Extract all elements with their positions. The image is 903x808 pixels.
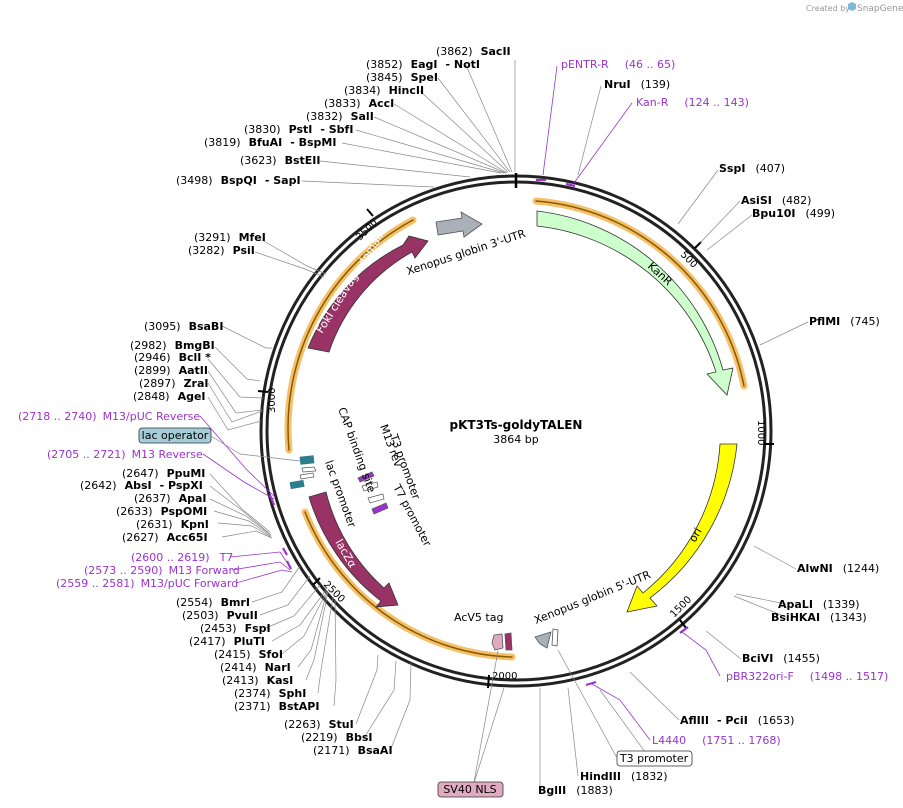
svg-text:(2573 .. 2590)M13 Forward: (2573 .. 2590)M13 Forward — [84, 564, 240, 577]
svg-text:PflMI(745): PflMI(745) — [809, 315, 880, 328]
plasmid-size: 3864 bp — [493, 433, 538, 446]
svg-text:(2647)PpuMI: (2647)PpuMI — [122, 467, 205, 480]
svg-text:(2946)BclI *: (2946)BclI * — [134, 351, 211, 364]
svg-text:pBR322ori-F(1498 .. 1517): pBR322ori-F(1498 .. 1517) — [726, 670, 888, 683]
foki-domain-feature[interactable]: FokI cleavage domain — [307, 227, 429, 353]
svg-text:BsiHKAI(1343): BsiHKAI(1343) — [771, 611, 867, 624]
svg-text:ApaLI(1339): ApaLI(1339) — [778, 598, 860, 611]
svg-text:(3834)HincII: (3834)HincII — [344, 84, 424, 97]
leader-lines — [207, 60, 809, 789]
acv5-label: AcV5 tag — [454, 611, 503, 624]
svg-text:pENTR-R(46 .. 65): pENTR-R (46 .. 65) — [561, 58, 675, 71]
t3-promoter-label: T3 promoter — [619, 752, 689, 765]
svg-text:HindIII(1832): HindIII(1832) — [580, 770, 668, 783]
cds-halos — [284, 197, 748, 661]
primer-leaders — [199, 65, 721, 741]
lac-operator-label: lac operator — [142, 429, 209, 442]
svg-text:(2554)BmrI: (2554)BmrI — [176, 596, 250, 609]
ruler-label: 2000 — [492, 671, 517, 682]
svg-text:(2219)BbsI: (2219)BbsI — [301, 731, 372, 744]
svg-text:L4440(1751 .. 1768): L4440(1751 .. 1768) — [652, 734, 781, 747]
svg-text:NruI(139): NruI(139) — [604, 78, 670, 91]
svg-text:Kan-R(124 .. 143): Kan-R(124 .. 143) — [636, 96, 749, 109]
lac-operator-leader — [210, 435, 241, 455]
site-labels: (3862)SacII (3852)EagI- NotI (3845)SpeI … — [80, 45, 880, 797]
svg-text:(2848)AgeI: (2848)AgeI — [133, 390, 206, 403]
svg-text:Bpu10I(499): Bpu10I(499) — [752, 207, 835, 220]
lac-operator-block — [299, 455, 315, 465]
site-name: SacII — [481, 45, 511, 58]
svg-text:(2897)ZraI: (2897)ZraI — [139, 377, 209, 390]
svg-text:(2374)SphI: (2374)SphI — [234, 687, 306, 700]
svg-text:SspI(407): SspI(407) — [719, 162, 785, 175]
svg-text:(3623)BstEII: (3623)BstEII — [240, 154, 320, 167]
svg-text:(3291)MfeI: (3291)MfeI — [194, 231, 266, 244]
svg-text:(2371)BstAPI: (2371)BstAPI — [234, 700, 319, 713]
svg-text:(2705 .. 2721)M13 Reverse: (2705 .. 2721)M13 Reverse — [47, 448, 203, 461]
svg-text:(2899)AatII: (2899)AatII — [134, 364, 208, 377]
svg-text:BciVI(1455): BciVI(1455) — [742, 652, 820, 665]
snapgene-logo-icon — [848, 2, 856, 11]
svg-text:AsiSI(482): AsiSI(482) — [741, 194, 811, 207]
primer-marks — [268, 178, 689, 687]
svg-text:(3830)PstI- SbfI: (3830)PstI- SbfI — [244, 123, 353, 136]
svg-text:(2453)FspI: (2453)FspI — [200, 622, 271, 635]
svg-text:(2718 .. 2740)M13/pUC Reverse: (2718 .. 2740)M13/pUC Reverse — [18, 410, 200, 423]
svg-text:(2413)KasI: (2413)KasI — [222, 674, 293, 687]
svg-text:(3852)EagI- NotI: (3852)EagI- NotI — [366, 58, 480, 71]
svg-text:(2642)AbsI- PspXI: (2642)AbsI- PspXI — [80, 479, 203, 492]
primer-name: pENTR-R — [561, 58, 609, 71]
t3-promoter-leader — [557, 649, 618, 759]
svg-text:(3282)PsiI: (3282)PsiI — [188, 244, 255, 257]
ori-feature[interactable]: ori — [626, 443, 738, 613]
snapgene-brand: SnapGene — [857, 4, 903, 14]
svg-text:(3862)SacII: (3862) SacII — [436, 45, 511, 58]
plasmid-name: pKT3Ts-goldyTALEN — [450, 418, 583, 432]
svg-text:(2414)NarI: (2414)NarI — [220, 661, 291, 674]
svg-text:(2263)StuI: (2263)StuI — [284, 718, 354, 731]
site-position: (3862) — [436, 45, 473, 58]
svg-text:(3095)BsaBI: (3095)BsaBI — [144, 320, 223, 333]
acv5-tag-feature[interactable]: AcV5 tag — [454, 611, 513, 651]
svg-text:(2982)BmgBI: (2982)BmgBI — [130, 339, 215, 352]
svg-text:(3833)AccI: (3833)AccI — [324, 97, 394, 110]
created-by-label: Created by — [806, 4, 850, 13]
lac-operator-box[interactable]: lac operator — [138, 427, 212, 444]
svg-text:(2633)PspOMI: (2633)PspOMI — [116, 505, 207, 518]
svg-text:(2171)BsaAI: (2171)BsaAI — [313, 744, 393, 757]
kanr-feature[interactable]: KanR — [536, 210, 734, 396]
ruler-label: 1000 — [755, 420, 766, 445]
svg-text:(3498)BspQI- SapI: (3498)BspQI- SapI — [176, 174, 301, 187]
svg-text:(2600 .. 2619)T7: (2600 .. 2619)T7 — [131, 551, 233, 564]
svg-text:AlwNI(1244): AlwNI(1244) — [797, 562, 879, 575]
svg-text:BglII(1883): BglII(1883) — [538, 784, 613, 797]
svg-text:(2415)SfoI: (2415)SfoI — [214, 648, 283, 661]
svg-text:(2559 .. 2581)M13/pUC Forward: (2559 .. 2581)M13/pUC Forward — [56, 577, 238, 590]
svg-text:(3819)BfuAI- BspMI: (3819)BfuAI- BspMI — [204, 136, 336, 149]
svg-text:(2631)KpnI: (2631)KpnI — [136, 518, 209, 531]
sv40-nls-leader — [473, 650, 499, 783]
svg-text:AflIII- PciI(1653): AflIII- PciI(1653) — [680, 714, 794, 727]
svg-text:(2503)PvuII: (2503)PvuII — [182, 609, 258, 622]
t3-promoter-box[interactable]: T3 promoter — [616, 750, 693, 767]
svg-text:(2637)ApaI: (2637)ApaI — [134, 492, 206, 505]
cap-site-block — [289, 479, 305, 490]
sv40-nls-box[interactable]: SV40 NLS — [437, 781, 504, 798]
sv40-nls-label: SV40 NLS — [443, 783, 496, 796]
lac-region-features — [289, 455, 389, 515]
svg-text:(3832)SalI: (3832)SalI — [306, 110, 374, 123]
primer-range: (46 .. 65) — [625, 58, 676, 71]
svg-text:(2627)Acc65I: (2627)Acc65I — [122, 531, 208, 544]
ori-label: ori — [686, 526, 704, 545]
svg-text:(2417)PluTI: (2417)PluTI — [189, 635, 265, 648]
primer-labels: pENTR-R (46 .. 65) Kan-R(124 .. 143) pBR3… — [18, 58, 888, 747]
ruler-label: 3000 — [267, 388, 278, 413]
svg-text:(3845)SpeI: (3845)SpeI — [366, 71, 438, 84]
